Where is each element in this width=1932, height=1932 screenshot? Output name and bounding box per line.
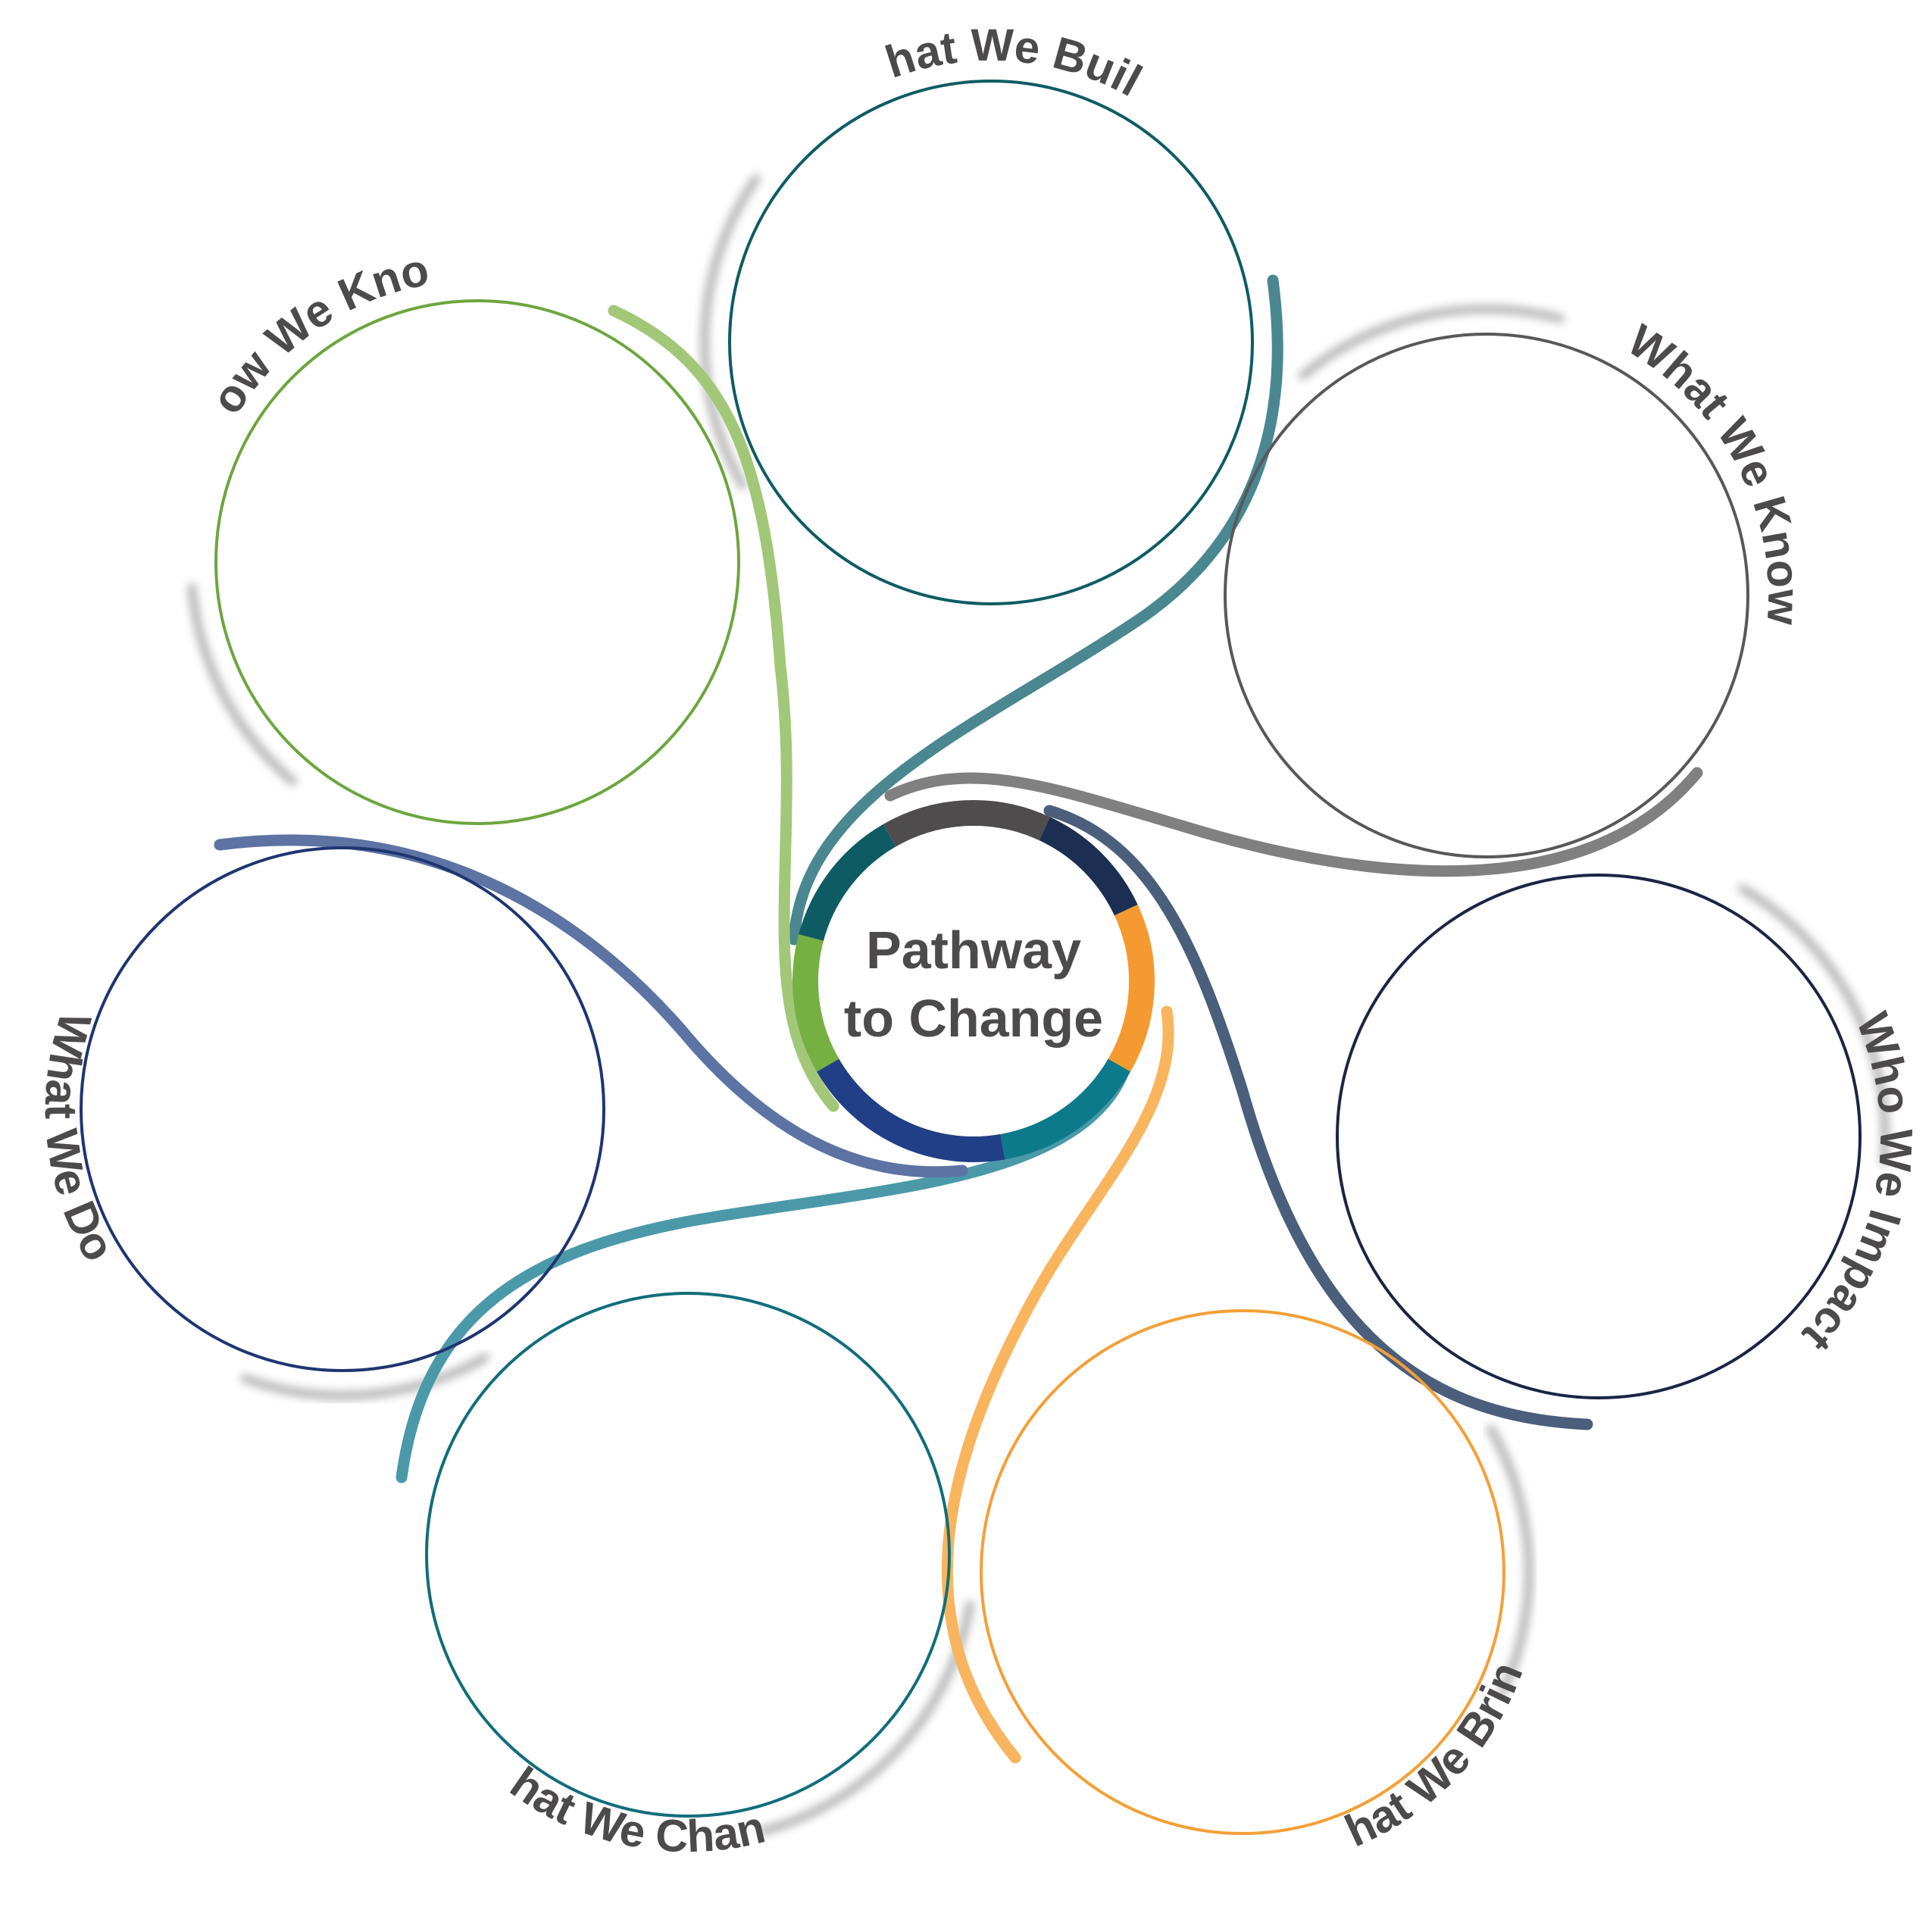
center-hub: Pathway to Change — [792, 799, 1155, 1162]
circle-what-we-build — [728, 80, 1254, 605]
circle-what-we-change — [425, 1292, 951, 1818]
center-ring-segment — [1000, 1058, 1131, 1160]
shadow-arc — [701, 174, 761, 489]
label-text-what-we-build: What We Build — [0, 0, 1150, 106]
label-text-how-we-know: How We Know — [0, 0, 433, 423]
center-ring-segment — [816, 1058, 1005, 1162]
label-how-we-know: How We Know — [0, 0, 433, 423]
circle-what-we-do — [80, 846, 605, 1372]
swirl-what-we-build — [788, 274, 1283, 946]
label-text-who-we-impact: Who We Impact — [1793, 1006, 1922, 1361]
swirl-how-we-know — [608, 305, 839, 1112]
shadow-arc — [758, 1600, 974, 1836]
swirl-what-we-know — [884, 767, 1703, 877]
swirl-who-we-impact — [1043, 805, 1593, 1430]
shadow-arc — [188, 583, 297, 786]
label-who-we-impact: Who We Impact — [1793, 1006, 1922, 1361]
center-title-line2: to Change — [844, 989, 1103, 1048]
swirl-what-we-bring — [941, 1005, 1174, 1764]
label-what-we-build: What We Build — [0, 0, 1150, 106]
circle-what-we-know — [1224, 333, 1749, 858]
label-what-we-bring: What We Bring — [0, 0, 1533, 1856]
center-ring — [792, 799, 1155, 1162]
shadow-arc — [1487, 1425, 1533, 1697]
center-ring-segment — [1108, 905, 1155, 1072]
center-ring-segment — [883, 799, 1050, 847]
shadow-arc — [1299, 305, 1565, 380]
shadow-arc — [240, 1353, 489, 1399]
center-title-line1: Pathway — [866, 921, 1081, 980]
label-what-we-do: What We Do — [36, 1007, 125, 1269]
circle-who-we-impact — [1336, 874, 1862, 1399]
center-fill — [818, 826, 1129, 1136]
center-ring-segment — [1039, 817, 1138, 916]
circle-how-we-know — [214, 299, 740, 825]
node-circles — [80, 80, 1862, 1835]
center-ring-segment — [799, 824, 896, 942]
circle-what-we-bring — [980, 1309, 1505, 1835]
swirl-what-we-do — [214, 834, 968, 1178]
label-text-what-we-bring: What We Bring — [0, 0, 1533, 1856]
shadow-arc — [1738, 884, 1890, 1165]
label-text-what-we-do: What We Do — [36, 1007, 125, 1269]
center-ring-segment — [792, 934, 839, 1072]
